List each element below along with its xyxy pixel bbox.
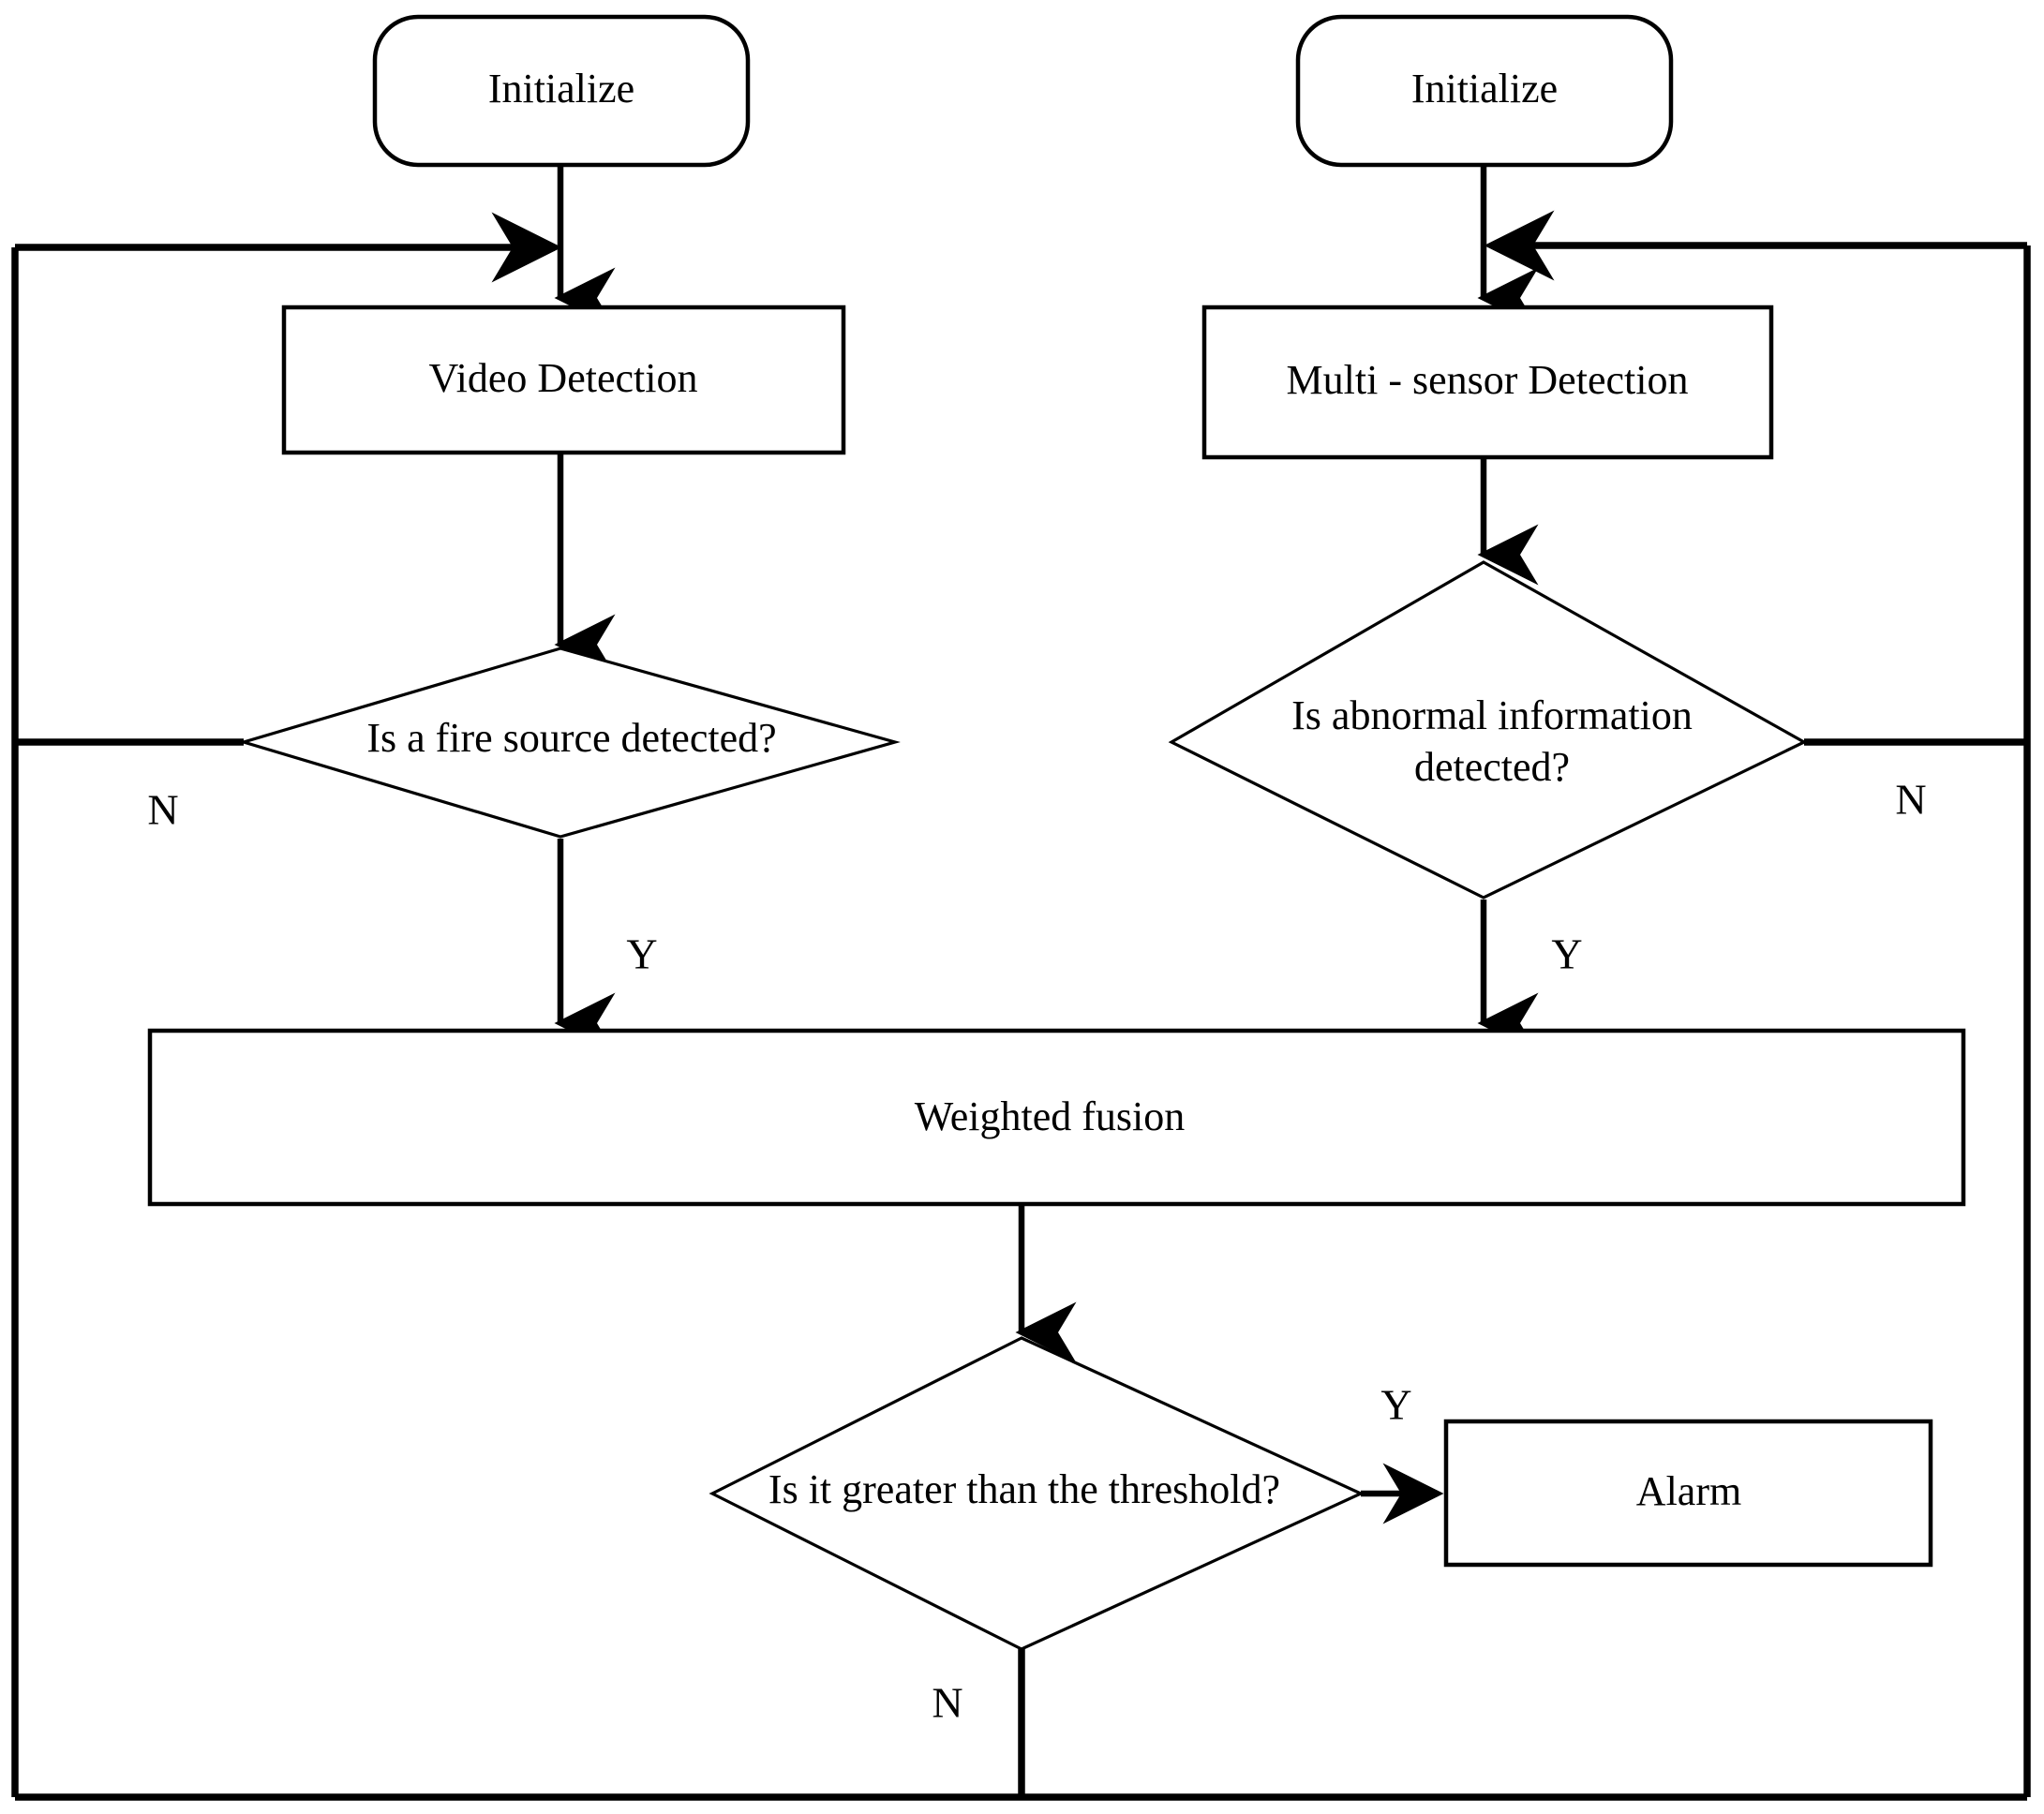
node-video-detection-label: Video Detection bbox=[429, 355, 698, 401]
node-weighted-fusion[interactable]: Weighted fusion bbox=[147, 1028, 1966, 1207]
node-fire-source-decision-label: Is a fire source detected? bbox=[366, 715, 776, 761]
node-weighted-fusion-label: Weighted fusion bbox=[915, 1093, 1186, 1139]
node-abnormal-info-decision-label-line2: detected? bbox=[1414, 744, 1570, 790]
node-init-right[interactable]: Initialize bbox=[1295, 14, 1674, 168]
edge-label-fire-yes: Y bbox=[626, 930, 657, 978]
edge-label-abnormal-no: N bbox=[1895, 776, 1926, 824]
edge-fire-no-feedback bbox=[11, 212, 562, 746]
edge-label-fire-no: N bbox=[147, 786, 178, 834]
node-init-left-label: Initialize bbox=[488, 66, 634, 112]
edge-label-threshold-no: N bbox=[932, 1679, 962, 1727]
node-alarm[interactable]: Alarm bbox=[1443, 1419, 1933, 1568]
edge-abnormal-no-feedback bbox=[1484, 210, 2031, 746]
node-fire-source-decision[interactable]: Is a fire source detected? bbox=[238, 647, 901, 839]
node-init-right-label: Initialize bbox=[1411, 66, 1558, 112]
edge-label-threshold-yes: Y bbox=[1380, 1381, 1411, 1429]
node-alarm-label: Alarm bbox=[1636, 1468, 1741, 1514]
node-abnormal-info-decision-label-line1: Is abnormal information bbox=[1291, 692, 1693, 738]
node-threshold-decision[interactable]: Is it greater than the threshold? bbox=[709, 1336, 1365, 1651]
edge-label-abnormal-yes: Y bbox=[1551, 930, 1582, 978]
node-multi-sensor-detection[interactable]: Multi - sensor Detection bbox=[1201, 305, 1774, 460]
node-init-left[interactable]: Initialize bbox=[372, 14, 751, 168]
node-multi-sensor-detection-label: Multi - sensor Detection bbox=[1287, 357, 1689, 403]
node-threshold-decision-label: Is it greater than the threshold? bbox=[768, 1466, 1280, 1512]
node-video-detection[interactable]: Video Detection bbox=[281, 305, 846, 455]
edge-threshold-no-feedback bbox=[11, 742, 2031, 1801]
node-abnormal-info-decision[interactable]: Is abnormal information detected? bbox=[1168, 560, 1808, 900]
